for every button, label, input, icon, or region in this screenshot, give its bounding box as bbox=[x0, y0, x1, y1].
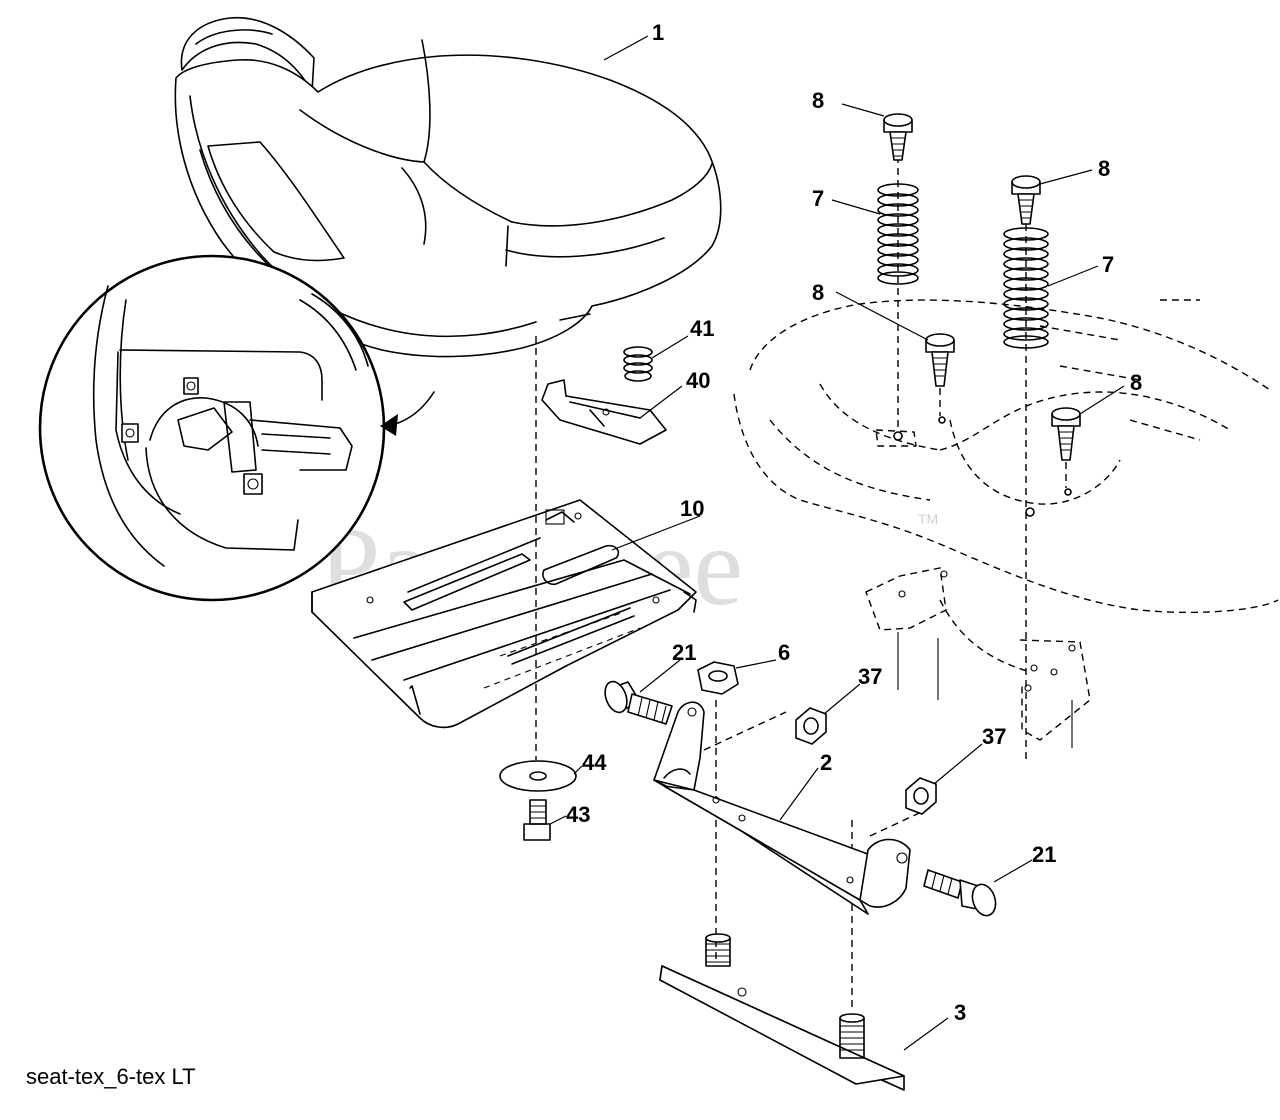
frame-hole bbox=[893, 431, 903, 441]
callout-bolt-21-left: 21 bbox=[672, 640, 696, 665]
axis-line-nut37 bbox=[703, 711, 787, 751]
callout-bolt-top-right: 8 bbox=[1098, 156, 1110, 181]
callout-bolt-21-right: 21 bbox=[1032, 842, 1056, 867]
bolt-21-left bbox=[604, 680, 673, 725]
detail-arrow bbox=[380, 391, 435, 436]
detail-inset bbox=[38, 254, 386, 602]
clip-part bbox=[541, 379, 667, 445]
support-plate-part bbox=[659, 933, 905, 1091]
callout-seat-pan: 10 bbox=[680, 496, 704, 521]
frame-hole bbox=[938, 416, 946, 424]
callout-labels: 1 8 8 7 7 8 8 41 40 10 21 6 37 37 44 43 … bbox=[566, 20, 1142, 1025]
callout-nut-37-upper: 37 bbox=[858, 664, 882, 689]
bolt-8-top-left bbox=[883, 113, 913, 161]
frame-hole bbox=[1025, 507, 1035, 517]
callout-nut-37-lower: 37 bbox=[982, 724, 1006, 749]
nut-6 bbox=[697, 661, 739, 695]
callout-bracket: 2 bbox=[820, 750, 832, 775]
bolt-8-top-right bbox=[1011, 175, 1041, 225]
nut-37-lower bbox=[905, 777, 937, 815]
callout-spring-left: 7 bbox=[812, 186, 824, 211]
callout-spring-right: 7 bbox=[1102, 252, 1114, 277]
callout-bolt-top-left: 8 bbox=[812, 88, 824, 113]
callout-washer-44: 44 bbox=[582, 750, 607, 775]
callout-clip-40: 40 bbox=[686, 368, 710, 393]
seat-part bbox=[174, 16, 722, 358]
bolt-8-mid-right bbox=[1051, 407, 1081, 488]
callout-bolt-mid-right: 8 bbox=[1130, 370, 1142, 395]
bolt-21-right bbox=[923, 869, 997, 917]
bolt-8-mid-left bbox=[925, 333, 955, 416]
callout-seat: 1 bbox=[652, 20, 664, 45]
spring-7-left bbox=[877, 183, 919, 285]
frame-hole bbox=[1064, 488, 1072, 496]
washer-part bbox=[499, 760, 577, 792]
seat-pan-part bbox=[311, 499, 697, 729]
callout-bolt-mid-left: 8 bbox=[812, 280, 824, 305]
spring-7-right bbox=[1003, 227, 1049, 349]
bracket-part bbox=[653, 701, 911, 915]
nut-37-upper bbox=[795, 707, 827, 745]
bolt-43-part bbox=[523, 799, 551, 841]
leader-lines bbox=[549, 35, 1125, 1051]
callout-nut-6: 6 bbox=[778, 640, 790, 665]
diagram-caption: seat-tex_6-tex LT bbox=[26, 1064, 196, 1089]
callout-bolt-43: 43 bbox=[566, 802, 590, 827]
callout-support-plate: 3 bbox=[954, 1000, 966, 1025]
callout-spring-41: 41 bbox=[690, 316, 714, 341]
watermark-trademark: TM bbox=[918, 511, 938, 527]
small-spring-part bbox=[623, 346, 653, 382]
frame-outline bbox=[733, 299, 1279, 748]
